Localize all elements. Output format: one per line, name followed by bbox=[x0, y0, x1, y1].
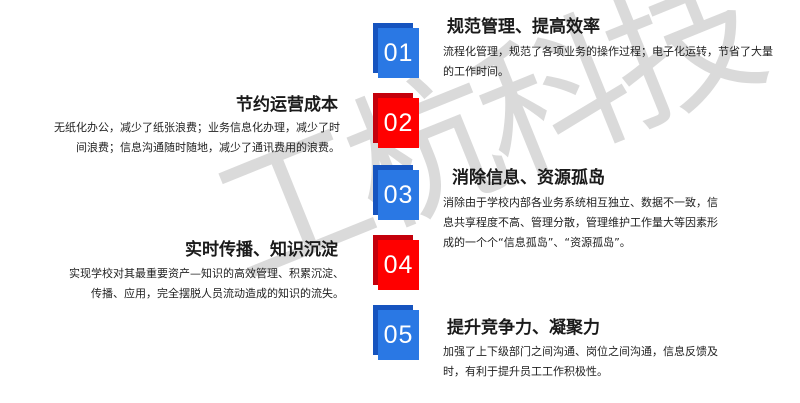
item-title-04: 实时传播、知识沉淀 bbox=[185, 240, 338, 260]
number-badge-03: 03 bbox=[373, 165, 419, 221]
item-title-03: 消除信息、资源孤岛 bbox=[452, 168, 605, 188]
badge-number: 01 bbox=[378, 28, 419, 78]
item-description-05: 加强了上下级部门之间沟通、岗位之间沟通，信息反馈及时，有利于提升员工工作积极性。 bbox=[443, 345, 718, 378]
item-title-01: 规范管理、提高效率 bbox=[447, 17, 600, 37]
number-badge-01: 01 bbox=[373, 23, 419, 79]
item-description-02: 无纸化办公，减少了纸张浪费；业务信息化办理，减少了时间浪费；信息沟通随时随地，减… bbox=[54, 121, 340, 154]
item-description-03: 消除由于学校内部各业务系统相互独立、数据不一致，信息共享程度不高、管理分散，管理… bbox=[443, 196, 718, 249]
number-badge-04: 04 bbox=[373, 235, 419, 291]
badge-number: 05 bbox=[378, 310, 419, 360]
number-badge-02: 02 bbox=[373, 93, 419, 149]
item-title-05: 提升竞争力、凝聚力 bbox=[447, 318, 600, 338]
badge-number: 04 bbox=[378, 240, 419, 290]
badge-number: 02 bbox=[378, 98, 419, 148]
badge-number: 03 bbox=[378, 170, 419, 220]
item-title-02: 节约运营成本 bbox=[236, 95, 338, 115]
number-badge-05: 05 bbox=[373, 305, 419, 361]
item-description-04: 实现学校对其最重要资产—知识的高效管理、积累沉淀、传播、应用，完全摆脱人员流动造… bbox=[69, 267, 344, 300]
item-description-01: 流程化管理，规范了各项业务的操作过程；电子化运转，节省了大量的工作时间。 bbox=[443, 45, 773, 78]
